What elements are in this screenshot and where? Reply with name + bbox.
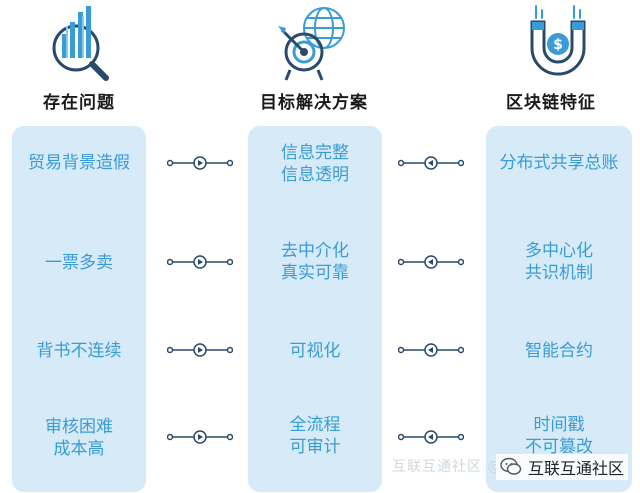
svg-text:$: $ [553, 37, 563, 53]
connector-right-arrow [167, 156, 233, 170]
heading-blockchain-features: 区块链特征 [506, 93, 596, 113]
feature-item: 分布式共享总账 [486, 152, 632, 174]
target-globe-icon [278, 7, 345, 81]
connector-left-arrow [398, 430, 464, 444]
panel-solutions [248, 126, 382, 492]
feature-line: 分布式共享总账 [499, 153, 619, 173]
problem-item: 贸易背景造假 [12, 152, 146, 174]
feature-item: 智能合约 [486, 340, 632, 362]
solution-line: 信息完整 [281, 143, 349, 163]
solution-item: 全流程 可审计 [248, 414, 382, 458]
connector-left-arrow [398, 156, 464, 170]
problem-item: 审核困难 成本高 [12, 416, 146, 460]
solution-line: 真实可靠 [281, 263, 349, 283]
solution-line: 可审计 [289, 437, 341, 457]
feature-line: 智能合约 [525, 341, 593, 361]
feature-line: 不可篡改 [525, 437, 593, 457]
feature-line: 多中心化 [525, 241, 593, 261]
feature-line: 时间戳 [533, 415, 585, 435]
problem-item: 一票多卖 [12, 252, 146, 274]
connector-right-arrow [167, 255, 233, 269]
feature-item: 时间戳 不可篡改 [486, 414, 632, 458]
solution-line: 去中介化 [281, 241, 349, 261]
solution-line: 可视化 [289, 341, 341, 361]
solution-item: 信息完整 信息透明 [248, 142, 382, 186]
feature-line: 共识机制 [525, 263, 593, 283]
problem-line: 贸易背景造假 [28, 153, 130, 173]
bar-chart-magnifier-icon [52, 6, 109, 81]
wechat-icon [500, 457, 522, 475]
connector-left-arrow [398, 343, 464, 357]
connector-right-arrow [167, 343, 233, 357]
heading-problems: 存在问题 [43, 93, 115, 113]
solution-line: 信息透明 [281, 165, 349, 185]
solution-item: 可视化 [248, 340, 382, 362]
brand-label: 互联互通社区 [496, 454, 629, 480]
panel-problems [12, 126, 146, 492]
connector-right-arrow [167, 430, 233, 444]
problem-line: 成本高 [53, 439, 105, 459]
brand-text: 互联互通社区 [528, 459, 625, 478]
solution-line: 全流程 [289, 415, 341, 435]
solution-item: 去中介化 真实可靠 [248, 240, 382, 284]
problem-line: 一票多卖 [45, 253, 113, 273]
connector-left-arrow [398, 255, 464, 269]
problem-line: 审核困难 [45, 417, 113, 437]
currency-magnet-icon: $ [530, 5, 586, 76]
heading-solutions: 目标解决方案 [260, 93, 368, 113]
feature-item: 多中心化 共识机制 [486, 240, 632, 284]
problem-line: 背书不连续 [36, 341, 122, 361]
problem-item: 背书不连续 [12, 340, 146, 362]
panel-blockchain-features [486, 126, 632, 492]
